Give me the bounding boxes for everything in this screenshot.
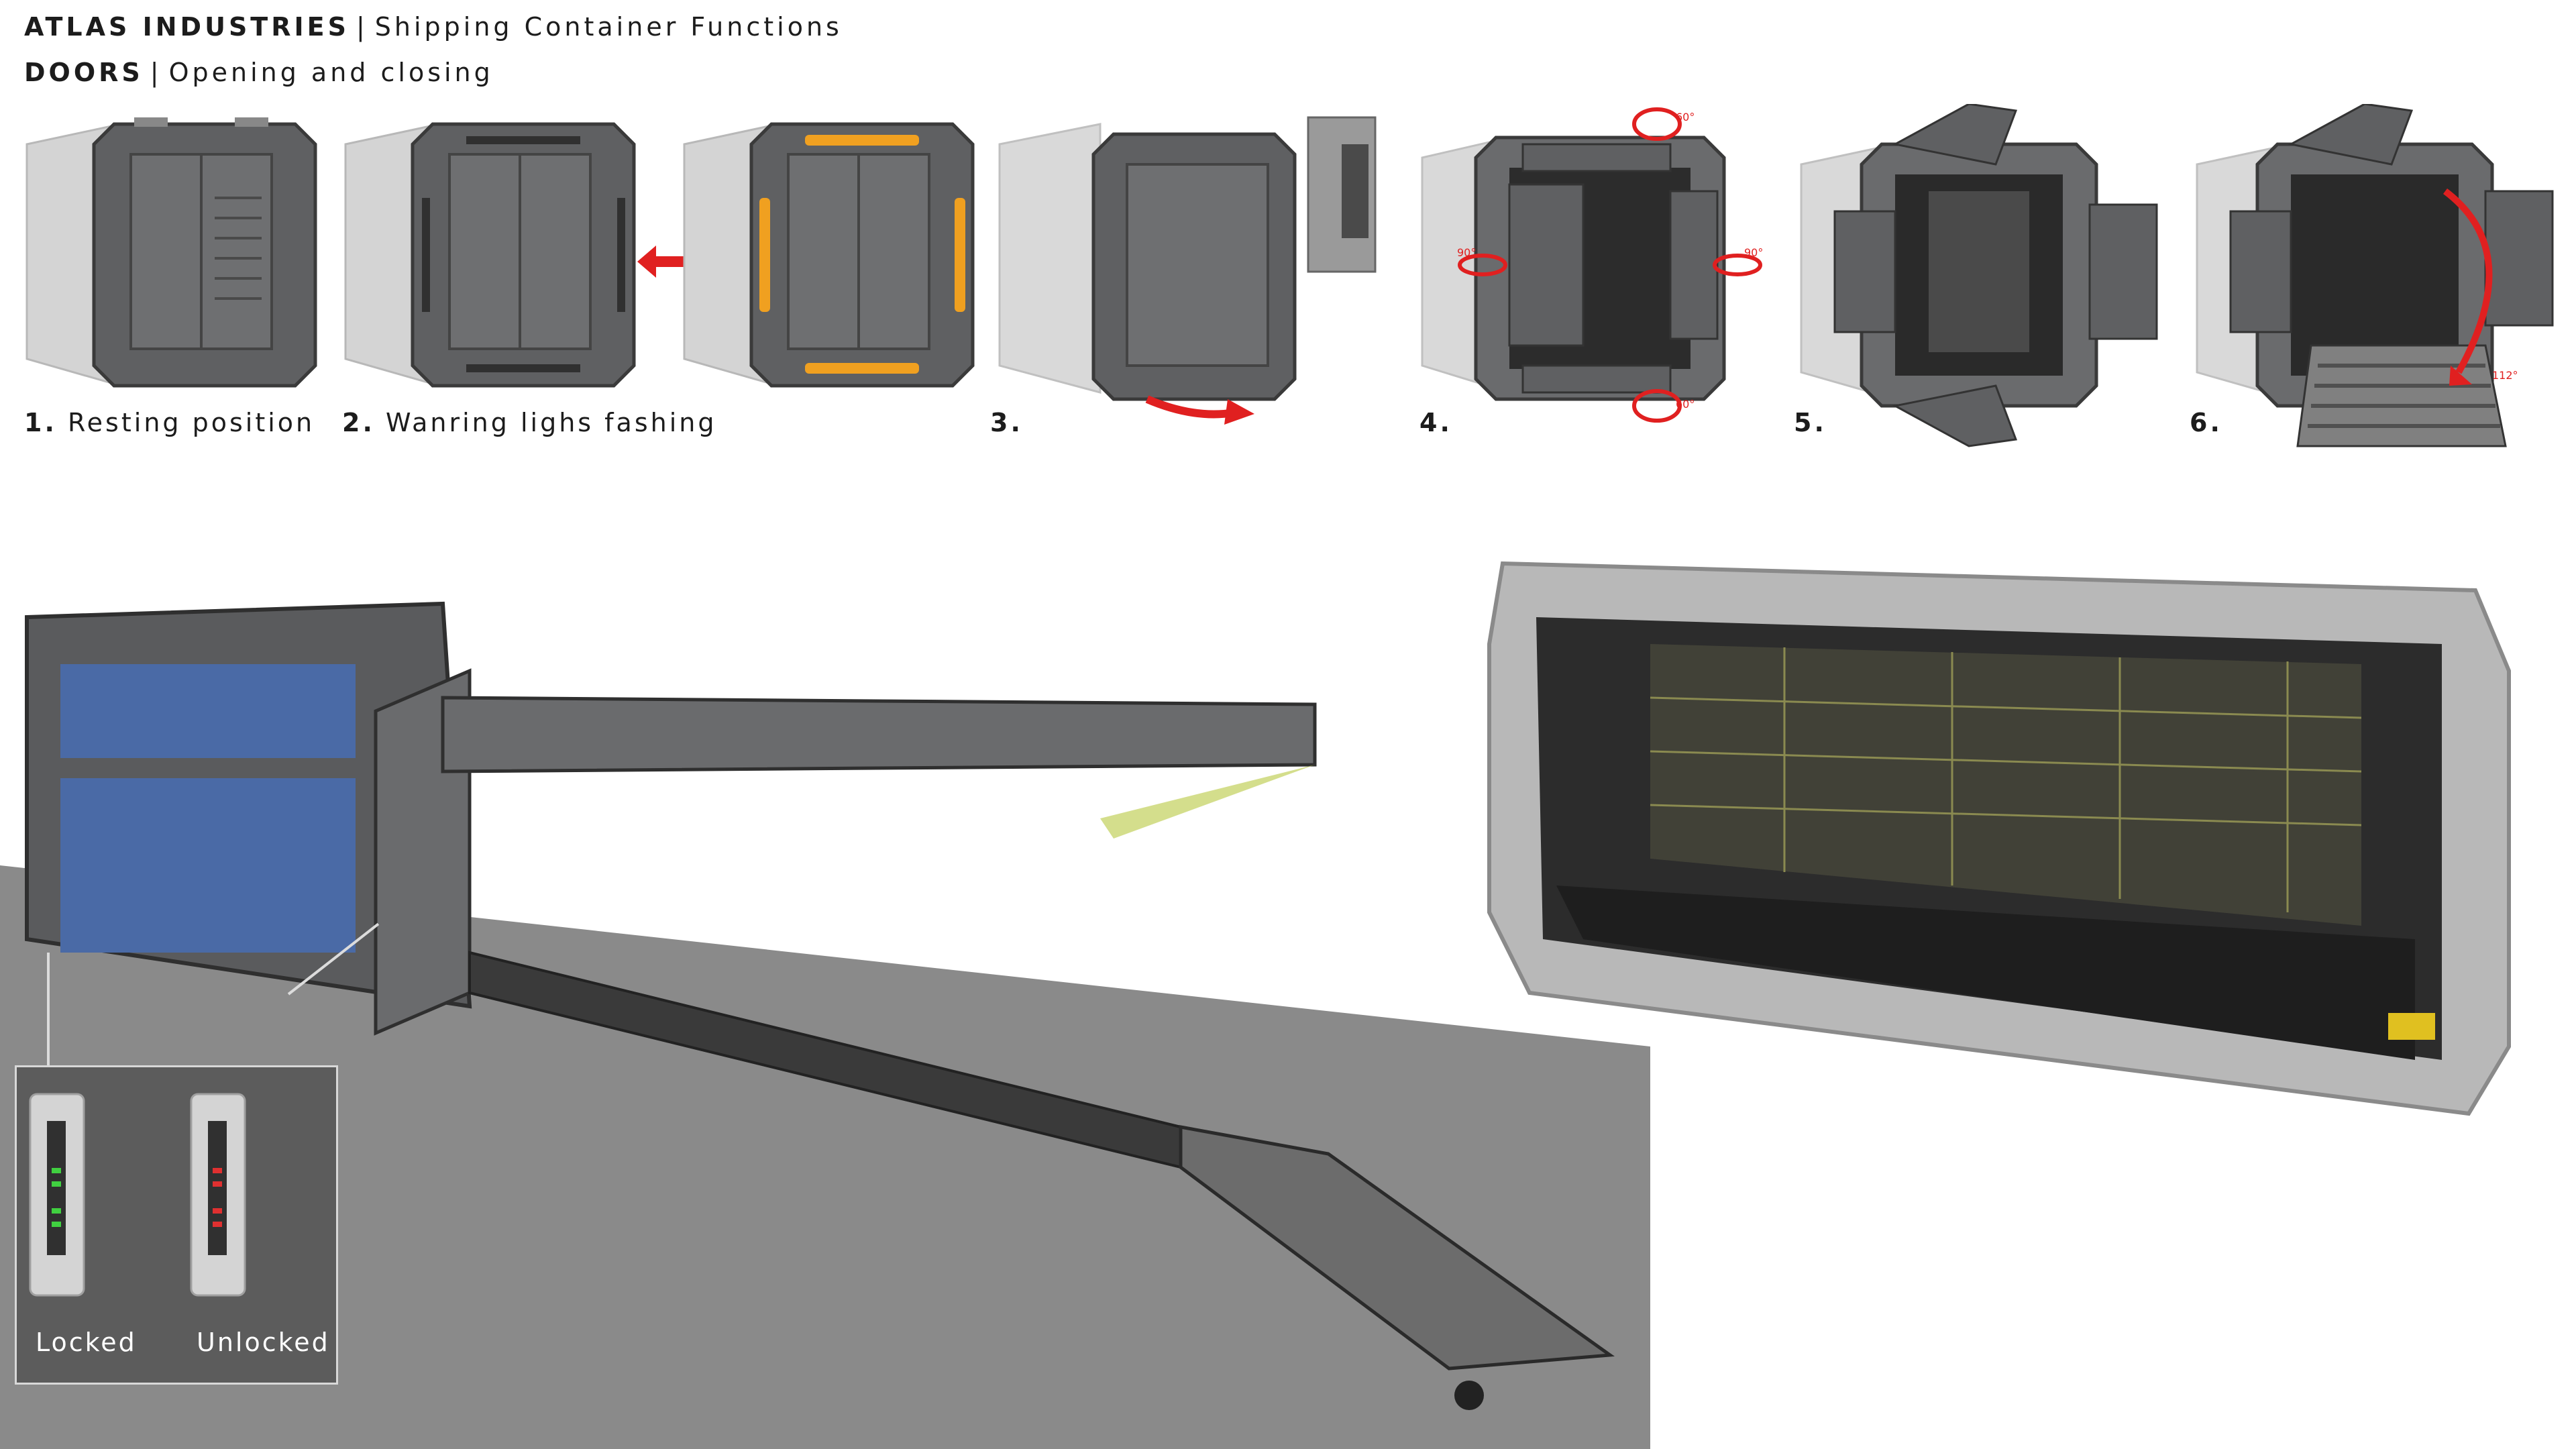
step-6-caption: 6. [2190, 408, 2222, 437]
section-name: DOORS [24, 58, 144, 87]
warning-lights-illustration [678, 104, 993, 453]
company-name: ATLAS INDUSTRIES [24, 12, 350, 42]
step-4-illustration: 60° 60° 90° 90° [1415, 104, 1763, 453]
section-separator: | [150, 58, 162, 87]
container-open-render [0, 601, 1650, 1449]
step-2-number: 2. [342, 408, 375, 437]
section-subtitle: Opening and closing [168, 58, 494, 87]
step-5-caption: 5. [1794, 408, 1827, 437]
title-subtitle: Shipping Container Functions [374, 12, 843, 42]
step-3-illustration [993, 104, 1377, 453]
step-1-label: Resting position [67, 408, 315, 437]
step-1-caption: 1. Resting position [24, 408, 315, 437]
title-line: ATLAS INDUSTRIES|Shipping Container Func… [24, 12, 843, 42]
lock-leader-line [47, 953, 50, 1067]
right-angle-label: 90° [1744, 246, 1764, 259]
step-5-illustration [1794, 104, 2158, 453]
locked-label: Locked [36, 1328, 137, 1357]
section-line: DOORS|Opening and closing [24, 58, 494, 87]
step-1-number: 1. [24, 408, 57, 437]
ramp-angle-label: 112° [2492, 369, 2518, 382]
step-6-illustration: 112° [2190, 104, 2554, 453]
bottom-angle-label: 60° [1676, 398, 1695, 411]
step-4-caption: 4. [1419, 408, 1452, 437]
unlocked-label: Unlocked [197, 1328, 330, 1357]
step-3-caption: 3. [990, 408, 1023, 437]
step-2-label: Wanring lighs fashing [385, 408, 717, 437]
title-separator: | [356, 12, 368, 42]
step-6-number: 6. [2190, 408, 2222, 437]
container-interior-render [1487, 561, 2511, 1116]
lock-state-inset: Locked Unlocked [15, 1065, 338, 1385]
step-2-illustration [339, 104, 654, 453]
step-2-caption: 2. Wanring lighs fashing [342, 408, 716, 437]
top-angle-label: 60° [1676, 111, 1695, 123]
step-1-illustration [20, 104, 335, 453]
step-4-number: 4. [1419, 408, 1452, 437]
left-angle-label: 90° [1457, 246, 1477, 259]
step-3-number: 3. [990, 408, 1023, 437]
step-5-number: 5. [1794, 408, 1827, 437]
